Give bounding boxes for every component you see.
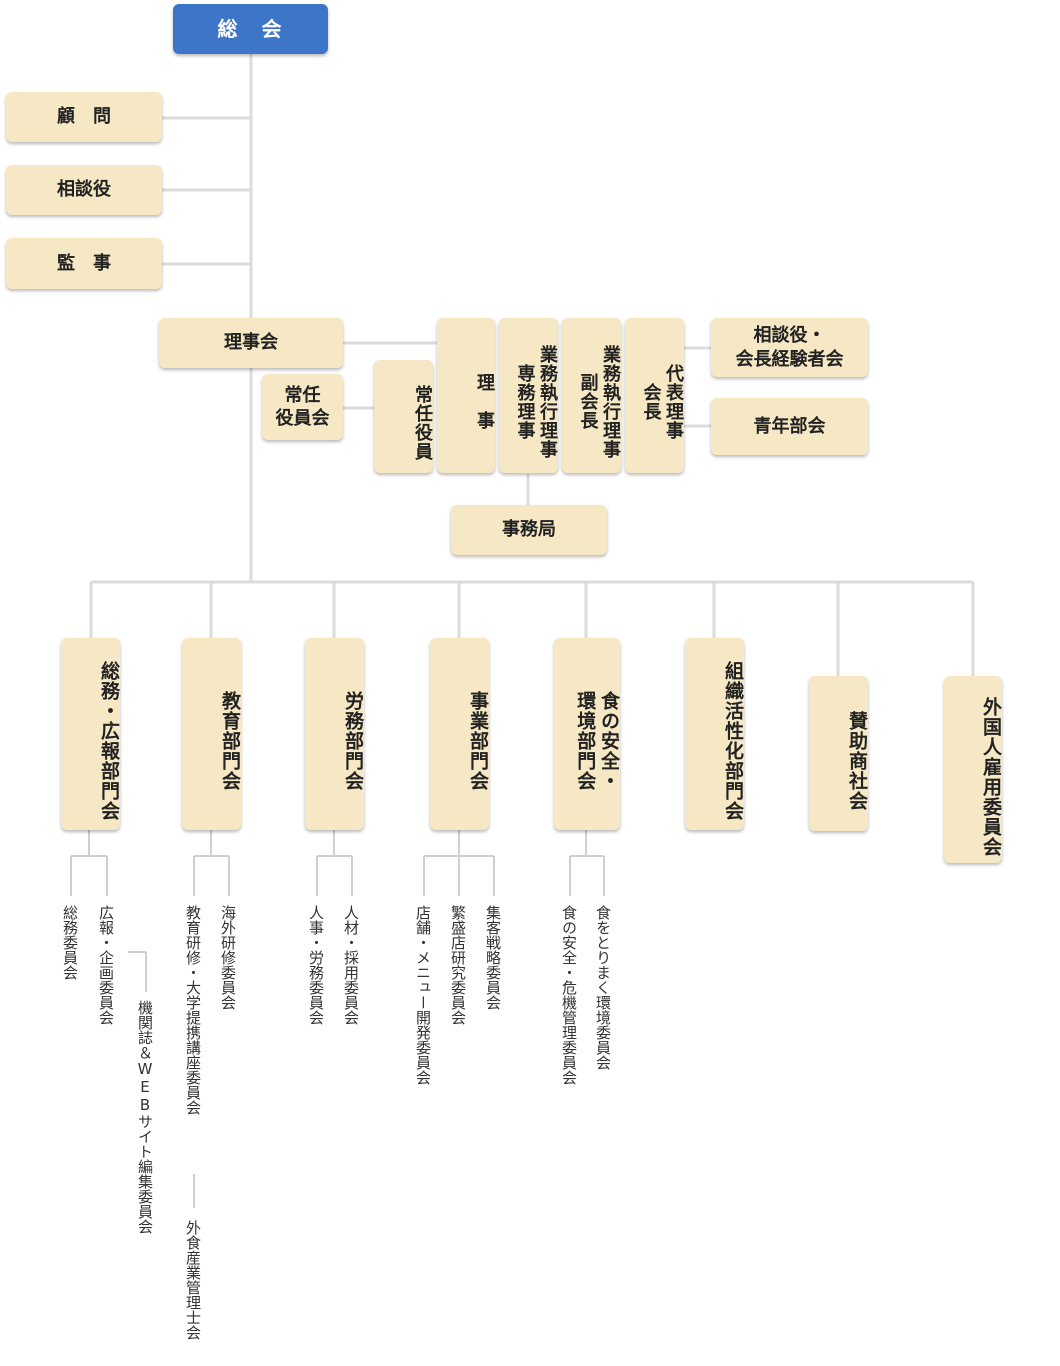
youth-group-box: 青年部会 — [711, 398, 868, 455]
dept-business-label: 事業部門会 — [467, 691, 489, 791]
committee-food-safety-crisis: 食の安全・危機管理委員会 — [560, 905, 578, 1085]
committee-pr-planning: 広報・企画委員会 — [97, 905, 115, 1025]
youth-group-label: 青年部会 — [753, 415, 826, 437]
secretariat-box: 事務局 — [451, 505, 607, 555]
dept-org-activation-box: 組織活性化部門会 — [685, 638, 744, 830]
managing-director-label: 業務執行理事 専務理事 — [514, 344, 559, 459]
committee-magazine-web: 機関誌＆WEBサイト編集委員会 — [136, 1000, 154, 1234]
representative-label: 代表理事 会長 — [640, 363, 685, 440]
dept-education-label: 教育部門会 — [219, 691, 241, 791]
committee-marketing: 集客戦略委員会 — [484, 905, 502, 1010]
dept-org-activation-label: 組織活性化部門会 — [722, 661, 744, 821]
auditor-label: 監 事 — [57, 252, 111, 274]
committee-food-manager: 外食産業管理士会 — [184, 1220, 202, 1340]
advisor-box: 顧 問 — [6, 92, 162, 142]
general-assembly-label: 総 会 — [217, 17, 284, 41]
committee-recruit: 人材・採用委員会 — [342, 905, 360, 1025]
committee-thriving-store: 繁盛店研究委員会 — [449, 905, 467, 1025]
dept-labor-box: 労務部門会 — [305, 638, 364, 830]
dept-business-box: 事業部門会 — [430, 638, 489, 830]
vice-chair-label: 業務執行理事 副会長 — [577, 344, 622, 459]
dept-labor-label: 労務部門会 — [342, 691, 364, 791]
dept-foreign-employment-box: 外国人雇用委員会 — [944, 676, 1002, 863]
former-chair-group-box: 相談役・ 会長経験者会 — [711, 318, 868, 377]
dept-food-safety-label: 食の安全・ 環境部門会 — [574, 691, 620, 791]
dept-foreign-employment-label: 外国人雇用委員会 — [980, 696, 1002, 857]
board-box: 理事会 — [159, 318, 343, 368]
standing-committee-label: 常任 役員会 — [275, 384, 330, 429]
committee-hr-labor: 人事・労務委員会 — [307, 905, 325, 1025]
committee-education-univ: 教育研修・大学提携講座委員会 — [184, 905, 202, 1115]
dept-supporting-trade-label: 賛助商社会 — [846, 710, 868, 811]
dept-supporting-trade-box: 賛助商社会 — [809, 676, 868, 831]
committee-overseas: 海外研修委員会 — [219, 905, 237, 1010]
former-chair-group-label: 相談役・ 会長経験者会 — [735, 325, 844, 370]
standing-officers-label: 常任役員 — [412, 384, 433, 461]
dept-general-pr-box: 総務・広報部門会 — [61, 638, 120, 830]
standing-officers-box: 常任役員 — [374, 360, 433, 473]
consultant-label: 相談役 — [57, 179, 111, 201]
dept-education-box: 教育部門会 — [182, 638, 241, 830]
committee-food-environment: 食をとりまく環境委員会 — [594, 905, 612, 1070]
dept-food-safety-box: 食の安全・ 環境部門会 — [554, 638, 620, 830]
secretariat-label: 事務局 — [502, 519, 556, 541]
directors-box: 理 事 — [437, 318, 495, 473]
general-assembly-box: 総 会 — [173, 4, 328, 54]
board-label: 理事会 — [224, 332, 278, 354]
auditor-box: 監 事 — [6, 238, 162, 289]
directors-label: 理 事 — [474, 373, 495, 430]
committee-general: 総務委員会 — [61, 905, 79, 980]
vice-chair-box: 業務執行理事 副会長 — [562, 318, 621, 473]
committee-store-menu: 店舗・メニュー開発委員会 — [414, 905, 432, 1085]
representative-box: 代表理事 会長 — [625, 318, 684, 473]
standing-committee-box: 常任 役員会 — [262, 374, 343, 440]
consultant-box: 相談役 — [6, 165, 162, 215]
dept-general-pr-label: 総務・広報部門会 — [98, 661, 120, 821]
advisor-label: 顧 問 — [57, 106, 111, 128]
managing-director-box: 業務執行理事 専務理事 — [499, 318, 558, 473]
